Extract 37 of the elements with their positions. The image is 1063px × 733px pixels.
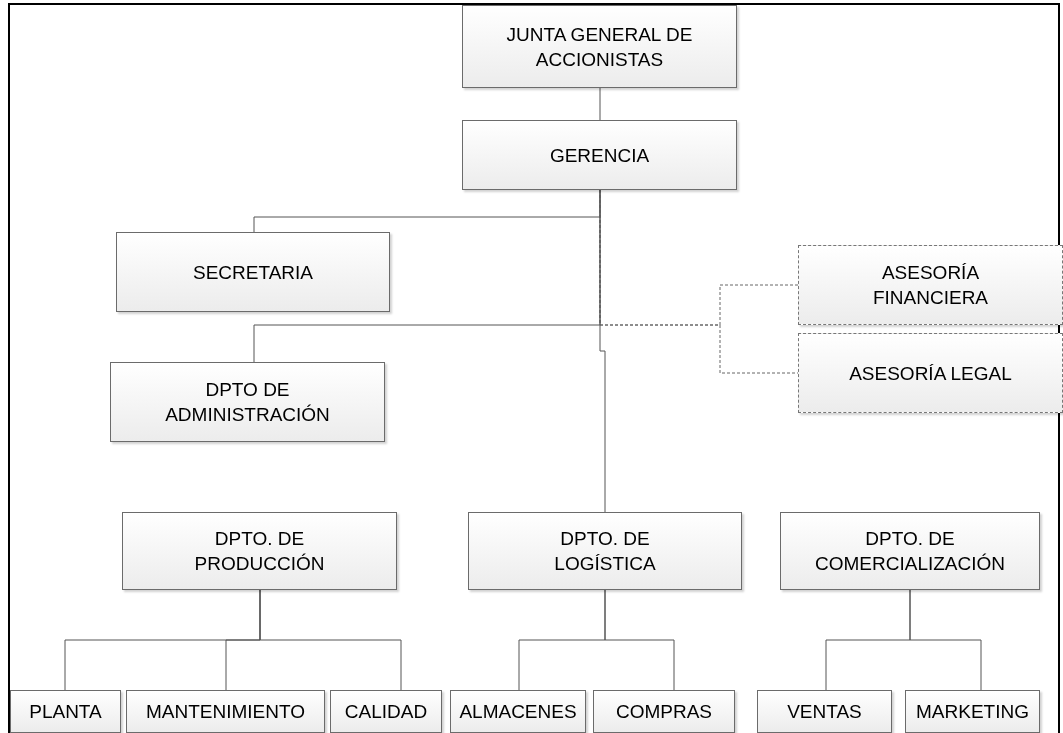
org-box — [593, 690, 735, 733]
connector — [259, 589, 402, 691]
unit-name: ASESORÍA LEGAL — [849, 361, 1012, 386]
org-box — [468, 512, 742, 590]
org-box — [798, 333, 1063, 413]
org-box — [126, 690, 325, 733]
unit-name: MANTENIMIENTO — [145, 700, 305, 724]
unit-name: ALMACENES — [459, 700, 577, 724]
connector — [604, 589, 675, 691]
unit-name: ASESORÍA FINANCIERA — [871, 261, 990, 310]
unit-name: PLANTA — [29, 700, 102, 724]
org-box — [122, 512, 397, 590]
org-box — [462, 5, 737, 88]
unit-name: VENTAS — [787, 700, 862, 724]
unit-name: SECRETARIA — [193, 260, 313, 285]
unit-name: CALIDAD — [344, 700, 428, 724]
unit-name: JUNTA GENERAL DE ACCIONISTAS — [505, 22, 694, 72]
org-box — [116, 232, 390, 312]
unit-name: GERENCIA — [549, 143, 650, 168]
connector — [599, 87, 601, 121]
org-box — [110, 362, 385, 442]
unit-name: COMPRAS — [615, 700, 713, 724]
org-box — [330, 690, 442, 733]
org-box — [10, 690, 121, 733]
org-box — [450, 690, 586, 733]
org-box — [798, 245, 1063, 325]
org-box — [905, 690, 1040, 733]
connector — [909, 589, 982, 691]
org-box — [757, 690, 892, 733]
unit-name: DPTO. DE LOGÍSTICA — [553, 527, 657, 576]
org-box — [780, 512, 1040, 590]
unit-name: MARKETING — [916, 700, 1029, 724]
connector — [599, 189, 606, 513]
unit-name: DPTO DE ADMINISTRACIÓN — [164, 378, 331, 427]
unit-name: DPTO. DE PRODUCCIÓN — [193, 527, 326, 576]
org-box — [462, 120, 737, 190]
unit-name: DPTO. DE COMERCIALIZACIÓN — [814, 527, 1006, 576]
